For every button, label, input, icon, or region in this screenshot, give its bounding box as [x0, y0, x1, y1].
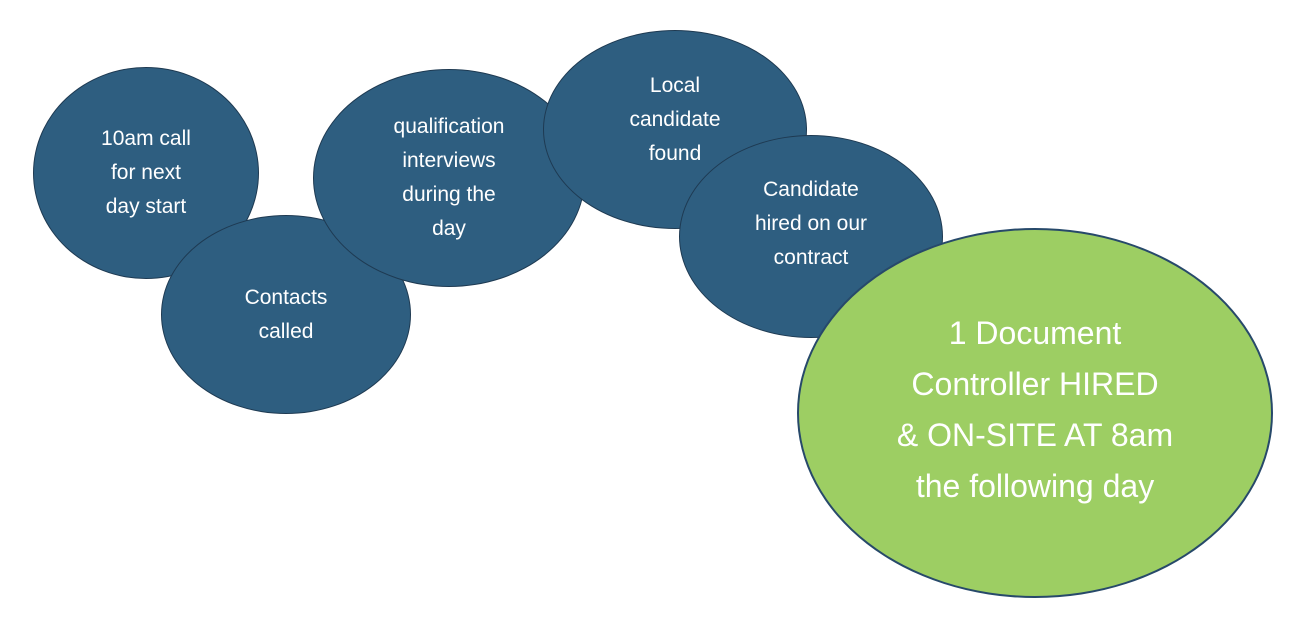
- step-bubble-candidate-hired: Candidate hired on our contract: [679, 135, 943, 338]
- outcome-bubble-hired-on-site: 1 Document Controller HIRED & ON-SITE AT…: [797, 228, 1273, 598]
- outcome-label: 1 Document Controller HIRED & ON-SITE AT…: [896, 315, 1174, 504]
- step-label-qualification-interviews: qualification interviews during the day: [393, 115, 505, 240]
- step-bubble-qualification-interviews: qualification interviews during the day: [313, 69, 585, 287]
- step-bubble-10am-call: 10am call for next day start: [33, 67, 259, 279]
- step-label-10am-call: 10am call for next day start: [101, 127, 191, 218]
- step-label-local-candidate: Local candidate found: [629, 73, 721, 165]
- step-label-contacts-called: Contacts called: [244, 285, 328, 343]
- step-label-candidate-hired: Candidate hired on our contract: [754, 177, 868, 269]
